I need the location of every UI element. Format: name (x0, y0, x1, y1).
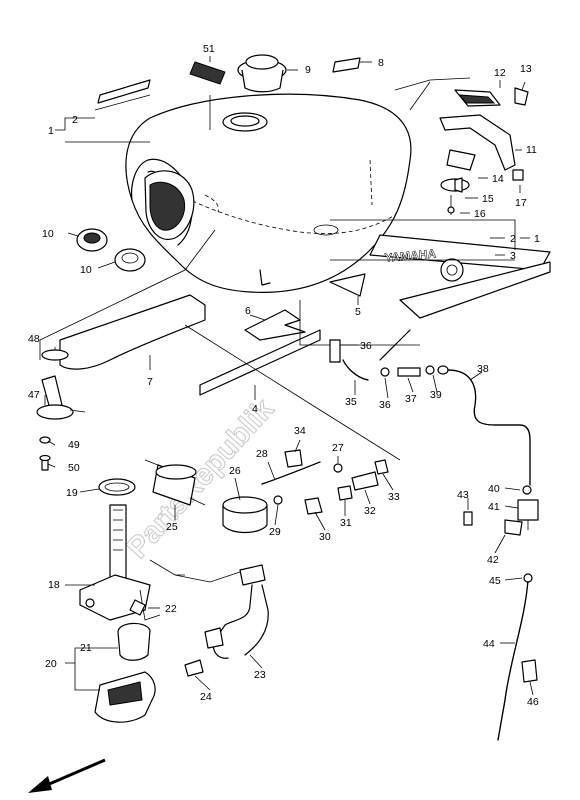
sender-47 (36, 375, 86, 420)
callout-37: 37 (405, 393, 417, 405)
callout-labels: 1 1 2 2 3 4 5 6 7 8 9 10 10 11 12 13 14 … (28, 43, 540, 708)
callout-6: 6 (245, 305, 251, 317)
callout-26: 26 (229, 465, 241, 477)
bracket-assembly (439, 87, 529, 215)
callout-43: 43 (457, 489, 469, 501)
callout-17: 17 (515, 197, 527, 209)
callout-40: 40 (488, 483, 500, 495)
grommet-10-b (114, 248, 146, 272)
watermark: PartsRepublik (121, 392, 281, 564)
clip-46 (521, 659, 538, 683)
callout-21: 21 (80, 642, 92, 654)
joint-31 (337, 485, 353, 501)
callout-44: 44 (483, 638, 495, 650)
o-ring-19 (98, 478, 136, 496)
callout-50: 50 (68, 462, 80, 474)
leader-lines (44, 56, 534, 696)
joint-30 (304, 497, 323, 515)
callout-16: 16 (474, 208, 486, 220)
decal-51 (189, 61, 226, 85)
callout-4: 4 (252, 403, 258, 415)
clamp-29 (273, 495, 283, 505)
callout-36-a: 36 (360, 340, 372, 352)
callout-8: 8 (378, 57, 384, 69)
callout-51: 51 (203, 43, 215, 55)
callout-18: 18 (48, 579, 60, 591)
callout-49: 49 (68, 439, 80, 451)
emblem-8 (332, 57, 361, 73)
callout-42: 42 (487, 554, 499, 566)
callout-25: 25 (166, 521, 178, 533)
callout-2-left: 2 (72, 114, 78, 126)
callout-7: 7 (147, 376, 153, 388)
callout-38: 38 (477, 363, 489, 375)
callout-33: 33 (388, 491, 400, 503)
callout-10-a: 10 (42, 228, 54, 240)
clamp-27 (333, 463, 343, 473)
decal-5 (329, 273, 366, 297)
bolt-43 (463, 511, 473, 526)
vent-lines (329, 329, 531, 486)
emblem-strip-3: YAMAHA (369, 234, 551, 319)
callout-39: 39 (430, 389, 442, 401)
callout-28: 28 (256, 448, 268, 460)
fuel-filter-25 (144, 459, 206, 506)
filler-cap-9 (237, 54, 287, 93)
callout-15: 15 (482, 193, 494, 205)
washer-49 (39, 436, 51, 444)
callout-30: 30 (319, 531, 331, 543)
callout-41: 41 (488, 501, 500, 513)
callout-34: 34 (294, 425, 306, 437)
callout-13: 13 (520, 63, 532, 75)
cover-21 (117, 622, 151, 661)
knee-pad (144, 170, 195, 240)
callout-29: 29 (269, 526, 281, 538)
callout-31: 31 (340, 517, 352, 529)
filter-41 (504, 485, 539, 536)
callout-20: 20 (45, 658, 57, 670)
callout-1-left: 1 (48, 125, 54, 137)
clamp-34 (284, 449, 303, 468)
grommet-10-a (76, 228, 108, 252)
callout-45: 45 (489, 575, 501, 587)
callout-12: 12 (494, 67, 506, 79)
callout-11: 11 (526, 144, 537, 156)
decal-2-left (97, 79, 151, 104)
callout-22: 22 (165, 603, 177, 615)
rubber-strip-7 (59, 294, 206, 370)
hose-44 (497, 573, 533, 741)
clip-24 (184, 659, 204, 677)
callout-27: 27 (332, 442, 344, 454)
callout-47: 47 (28, 389, 40, 401)
bolt-22 (129, 599, 146, 616)
callout-5: 5 (355, 306, 361, 318)
callout-19: 19 (66, 487, 78, 499)
harness-23 (204, 564, 269, 659)
callout-48: 48 (28, 333, 40, 345)
front-direction-arrow (28, 758, 106, 793)
callout-9: 9 (305, 64, 311, 76)
callout-35: 35 (345, 396, 357, 408)
callout-23: 23 (254, 669, 266, 681)
callout-2-right: 2 (510, 233, 516, 245)
hose-32 (351, 471, 379, 491)
clip-33 (374, 459, 389, 475)
callout-10-b: 10 (80, 264, 92, 276)
callout-32: 32 (364, 505, 376, 517)
callout-1-right: 1 (534, 233, 540, 245)
callout-46: 46 (527, 696, 539, 708)
callout-36-b: 36 (379, 399, 391, 411)
callout-3: 3 (510, 250, 516, 262)
callout-14: 14 (492, 173, 504, 185)
bolt-50 (39, 454, 51, 471)
callout-24: 24 (200, 691, 212, 703)
pump-26 (222, 496, 268, 534)
decal-6 (244, 309, 306, 341)
rubber-strip-4 (199, 329, 321, 396)
gasket-48 (41, 349, 69, 361)
